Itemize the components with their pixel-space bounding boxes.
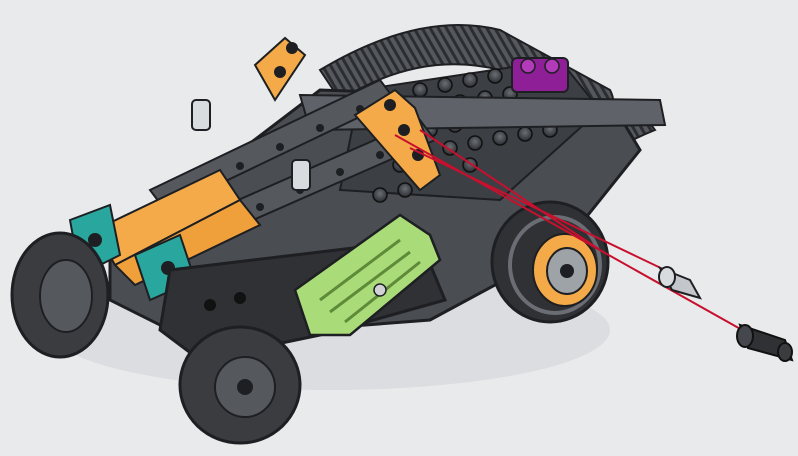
rear-right-wheel bbox=[490, 200, 610, 324]
white-axle-pins bbox=[191, 99, 311, 191]
loose-black-pin bbox=[736, 323, 794, 362]
red-assembly-guides bbox=[394, 129, 761, 341]
front-bottom-wheel bbox=[178, 325, 302, 445]
frame-hole bbox=[204, 299, 216, 311]
loose-grey-bushing bbox=[657, 266, 703, 300]
orange-liftarm-front bbox=[353, 88, 442, 192]
frame-hole bbox=[234, 292, 246, 304]
orange-liftarm-back bbox=[253, 36, 307, 102]
lime-green-panel bbox=[293, 213, 442, 337]
purple-pin-block bbox=[511, 57, 569, 93]
front-left-wheel bbox=[10, 231, 110, 359]
